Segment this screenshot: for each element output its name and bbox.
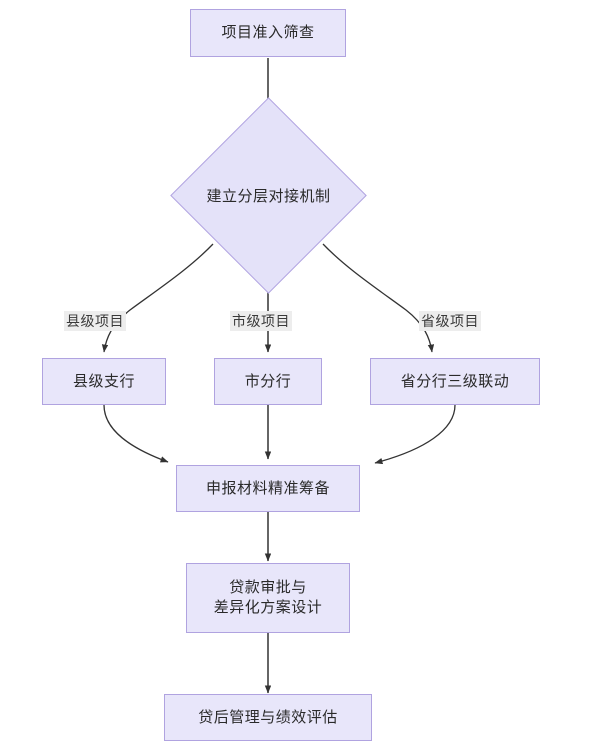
node-city-branch[interactable]: 市分行 [214,358,322,405]
node-loan-approval-design[interactable]: 贷款审批与 差异化方案设计 [186,563,350,633]
node-label: 省分行三级联动 [400,372,510,390]
edge-label-province: 省级项目 [419,311,481,331]
node-label: 市分行 [244,372,292,390]
node-project-screening[interactable]: 项目准入筛查 [190,9,346,57]
edge-label-county: 县级项目 [64,311,126,331]
node-post-loan-management[interactable]: 贷后管理与绩效评估 [164,694,372,741]
node-label: 建立分层对接机制 [206,188,331,205]
edge-label-text: 县级项目 [66,313,124,329]
node-tiered-docking-decision[interactable]: 建立分层对接机制 [170,97,367,294]
node-application-materials[interactable]: 申报材料精准筹备 [176,465,360,512]
node-label: 县级支行 [72,372,135,390]
node-county-branch[interactable]: 县级支行 [42,358,166,405]
node-label: 贷款审批与 差异化方案设计 [213,579,323,616]
node-label: 项目准入筛查 [221,24,315,41]
edge-label-text: 市级项目 [232,313,290,329]
edge-label-city: 市级项目 [230,311,292,331]
node-provincial-three-tier[interactable]: 省分行三级联动 [370,358,540,405]
edge-n5-n6 [374,404,456,465]
node-label: 贷后管理与绩效评估 [198,708,338,726]
edge-n3-n6 [103,404,169,463]
node-label: 申报材料精准筹备 [205,479,330,497]
edge-label-text: 省级项目 [421,313,479,329]
